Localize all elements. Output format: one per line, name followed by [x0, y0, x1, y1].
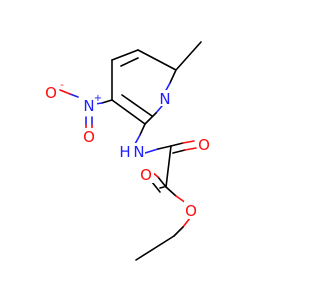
nitro-double-oxygen-label: O	[83, 128, 95, 146]
amide-oxygen-label: O	[198, 136, 210, 154]
bond-ring-inner-double	[120, 57, 139, 67]
bond-ester-c-o-a	[159, 186, 165, 189]
bond-ethyl	[135, 235, 175, 261]
ester-group	[135, 171, 191, 261]
bond-ester-c-o	[165, 186, 177, 197]
bond-ester-o-ch2-red	[182, 217, 191, 228]
bond-ring-n-c2	[144, 112, 157, 125]
bond-nitro-o-minus	[69, 93, 79, 98]
pyridine-nitrogen-label: N	[159, 90, 170, 108]
nitro-nitrogen-label: N	[83, 97, 94, 115]
bond-ring-c2-c3	[111, 99, 146, 125]
bond-ester-o-ch2	[173, 226, 184, 237]
bond-co-coo	[165, 145, 172, 188]
amide-linkage	[134, 123, 197, 188]
bond-c3-nitro	[101, 99, 113, 104]
bond-ester-c-carbonyl-a	[157, 176, 167, 188]
bond-c2-nh-blue	[134, 134, 141, 145]
bond-co-o-b	[172, 149, 186, 154]
bond-ester-c-carbonyl-b	[151, 181, 161, 193]
atom-labels: N H N N + O - O O O O	[44, 80, 212, 220]
bond-ring-c4-c4a	[111, 49, 139, 61]
ester-carbonyl-oxygen-label: O	[140, 166, 152, 184]
bond-ring-c2-c3-inner	[121, 94, 153, 117]
amine-hydrogen-label: H	[119, 143, 130, 161]
bond-nh-co-blue	[144, 148, 159, 154]
bond-co-o-b-red	[184, 147, 197, 151]
nitro-positive-charge: +	[94, 93, 102, 104]
pyridine-ring	[111, 49, 177, 125]
bond-ring-c5-n	[169, 69, 177, 84]
bond-co-o-a	[170, 142, 184, 147]
ester-oxygen-label: O	[185, 202, 197, 220]
nitro-oxide-oxygen-label: O	[45, 84, 57, 102]
bond-ring-c4-c5	[137, 49, 177, 71]
amine-nitrogen-label: N	[133, 143, 144, 161]
bond-methyl	[175, 41, 202, 71]
molecule-structure: N H N N + O - O O O O	[44, 41, 212, 261]
bond-nitro-o-minus-red	[59, 89, 71, 95]
nitro-negative-charge: -	[60, 80, 64, 91]
bond-co-o-a-red	[182, 140, 195, 144]
bond-c2-nh	[139, 123, 146, 136]
bond-nh-co	[157, 145, 172, 150]
bond-ring-n-c2-hetero	[155, 105, 163, 114]
